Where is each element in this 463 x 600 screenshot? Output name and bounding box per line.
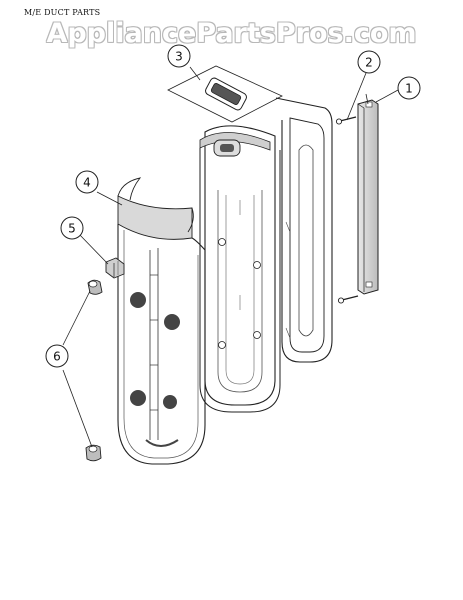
- part-1-bracket: [357, 99, 379, 295]
- callout-3: 3: [167, 44, 191, 68]
- callout-2: 2: [357, 50, 381, 74]
- part-6-knobs: [85, 279, 103, 462]
- callout-6: 6: [45, 344, 69, 368]
- section-title: M/E DUCT PARTS: [24, 8, 101, 17]
- leader-lines: [62, 66, 369, 448]
- svg-text:6: 6: [53, 350, 61, 364]
- svg-text:4: 4: [83, 176, 91, 190]
- long-gasket: [275, 97, 333, 363]
- part-5-clip: [105, 257, 125, 279]
- svg-text:1: 1: [405, 82, 413, 96]
- part-3-gasket-inset: [167, 65, 283, 123]
- svg-text:3: 3: [175, 50, 183, 64]
- svg-text:2: 2: [365, 56, 373, 70]
- rear-duct-body: [199, 125, 281, 413]
- callout-1: 1: [397, 76, 421, 100]
- svg-text:5: 5: [68, 222, 76, 236]
- callout-5: 5: [60, 216, 84, 240]
- part-2-screws: [335, 116, 359, 304]
- part-4-front-cover: [117, 177, 206, 465]
- callout-4: 4: [75, 170, 99, 194]
- watermark: AppliancePartsPros.com: [46, 18, 417, 49]
- leader-1: [375, 89, 399, 103]
